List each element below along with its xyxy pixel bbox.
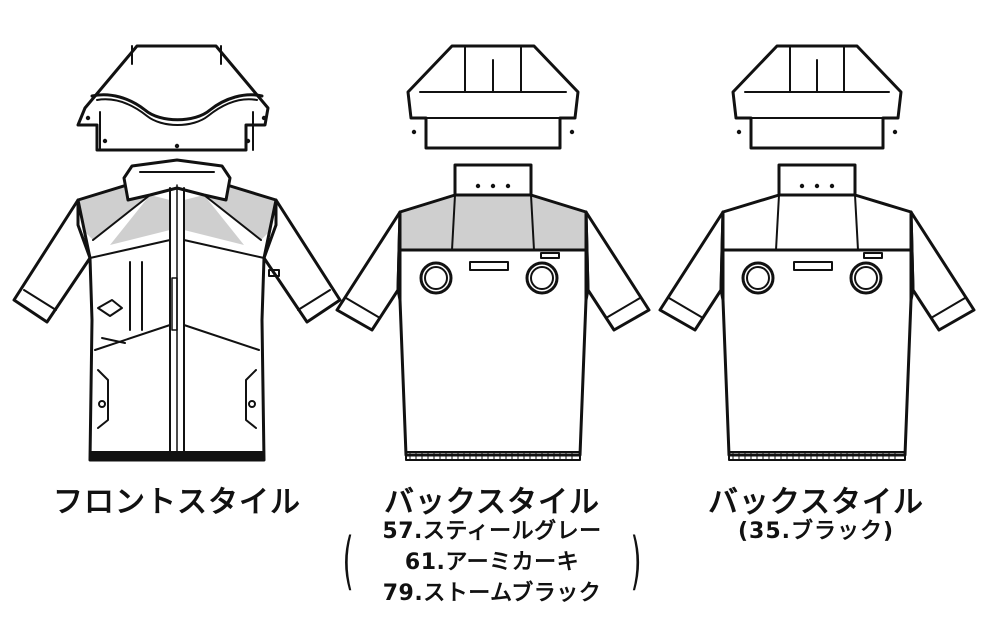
color-option: 57.スティールグレー (382, 519, 602, 544)
color-option: 79.ストームブラック (382, 581, 602, 606)
color-list: ( 57.スティールグレー 61.アーミカーキ 79.ストームブラック ) (342, 514, 642, 614)
front-body (12, 158, 342, 462)
color-option: 61.アーミカーキ (404, 550, 580, 575)
back-style-label-1: バックスタイル (383, 485, 601, 520)
back-view-color (335, 44, 651, 461)
back-body-1 (335, 163, 651, 461)
black-color-note: (35.ブラック) (737, 519, 895, 544)
right-paren: ) (630, 524, 642, 597)
left-paren: ( (342, 524, 354, 597)
back-hood-1 (406, 44, 580, 150)
front-style-label: フロントスタイル (53, 485, 301, 520)
back-style-label-2: バックスタイル (707, 485, 925, 520)
front-view (12, 44, 342, 462)
back-hood-2 (731, 44, 903, 150)
front-hood (76, 44, 270, 152)
back-body-2 (658, 163, 976, 461)
back-view-black (658, 44, 976, 461)
